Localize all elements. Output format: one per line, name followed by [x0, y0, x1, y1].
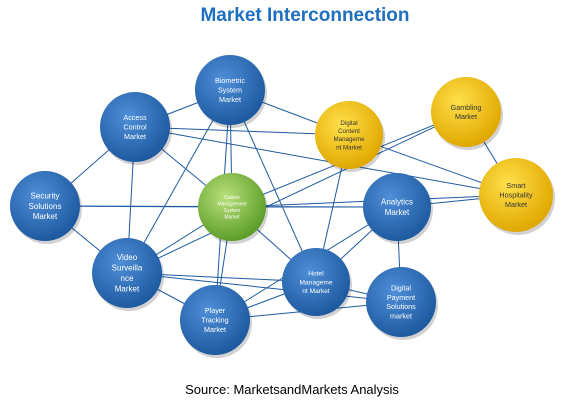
- node-label-line: Market: [124, 132, 146, 141]
- node-label-line: Content: [338, 128, 360, 135]
- node-circle-smart-hospitality: [479, 158, 553, 232]
- edge-access-smart-hospitality: [134, 126, 517, 196]
- node-circle-access: [100, 92, 170, 162]
- node-label-line: Casino: [224, 195, 240, 201]
- node-label-line: Manageme: [334, 136, 366, 143]
- node-label-line: Market: [505, 200, 527, 209]
- node-circle-analytics: [363, 173, 431, 241]
- node-label-line: nt Market: [336, 144, 362, 151]
- node-label-line: market: [390, 312, 412, 321]
- node-label-line: Video: [117, 253, 138, 262]
- node-label-line: Biometric: [215, 76, 245, 85]
- diagram-title: Market Interconnection: [200, 5, 409, 26]
- edge-access-digital-content: [134, 126, 350, 136]
- node-label-line: Market: [33, 212, 58, 221]
- node-label-line: Hospitality: [499, 191, 533, 200]
- node-label-line: Payment: [387, 293, 415, 302]
- node-label-line: Digital: [391, 283, 411, 292]
- node-label-line: Smart: [506, 181, 525, 190]
- edge-gambling-video: [126, 111, 467, 274]
- node-label-line: Management: [217, 202, 247, 208]
- node-circle-security: [10, 171, 80, 241]
- node-label-line: System: [224, 208, 241, 214]
- node-label-line: Tracking: [201, 316, 228, 325]
- node-label-line: Gambling: [451, 103, 482, 112]
- node-circle-video: [92, 238, 162, 308]
- node-circle-hotel: [282, 248, 350, 316]
- node-circle-gambling: [431, 77, 501, 147]
- node-label-line: Digital: [340, 120, 357, 127]
- node-circle-casino: [198, 173, 266, 241]
- source-note: Source: MarketsandMarkets Analysis: [185, 382, 399, 397]
- node-label-line: System: [218, 86, 242, 95]
- node-label-line: nt Market: [302, 288, 330, 295]
- node-label-line: Hotel: [308, 271, 324, 278]
- node-label-line: Manageme: [300, 279, 333, 286]
- node-label-line: Market: [224, 215, 240, 221]
- node-label-line: Control: [123, 123, 147, 132]
- node-label-line: Surveilla: [112, 264, 143, 273]
- node-label-line: nce: [121, 274, 134, 283]
- node-label-line: Market: [115, 284, 140, 293]
- node-label-line: Solutions: [29, 202, 62, 211]
- node-circle-player: [180, 285, 250, 355]
- node-label-line: Market: [219, 95, 241, 104]
- nodes-layer: BiometricSystemMarketAccessControlMarket…: [10, 55, 555, 358]
- node-label-line: Analytics: [381, 198, 413, 207]
- node-label-line: Market: [455, 112, 477, 121]
- node-circle-biometric: [195, 55, 265, 125]
- node-circle-digital-payment: [366, 267, 436, 337]
- node-label-line: Market: [385, 208, 410, 217]
- node-label-line: Market: [204, 325, 226, 334]
- node-label-line: Player: [205, 306, 226, 315]
- node-label-line: Access: [123, 113, 147, 122]
- edge-video-digital-payment: [126, 272, 402, 303]
- node-circle-digital-content: [315, 101, 383, 169]
- node-label-line: Security: [31, 191, 60, 200]
- edge-biometric-hotel: [229, 89, 317, 283]
- node-label-line: Solutions: [386, 302, 416, 311]
